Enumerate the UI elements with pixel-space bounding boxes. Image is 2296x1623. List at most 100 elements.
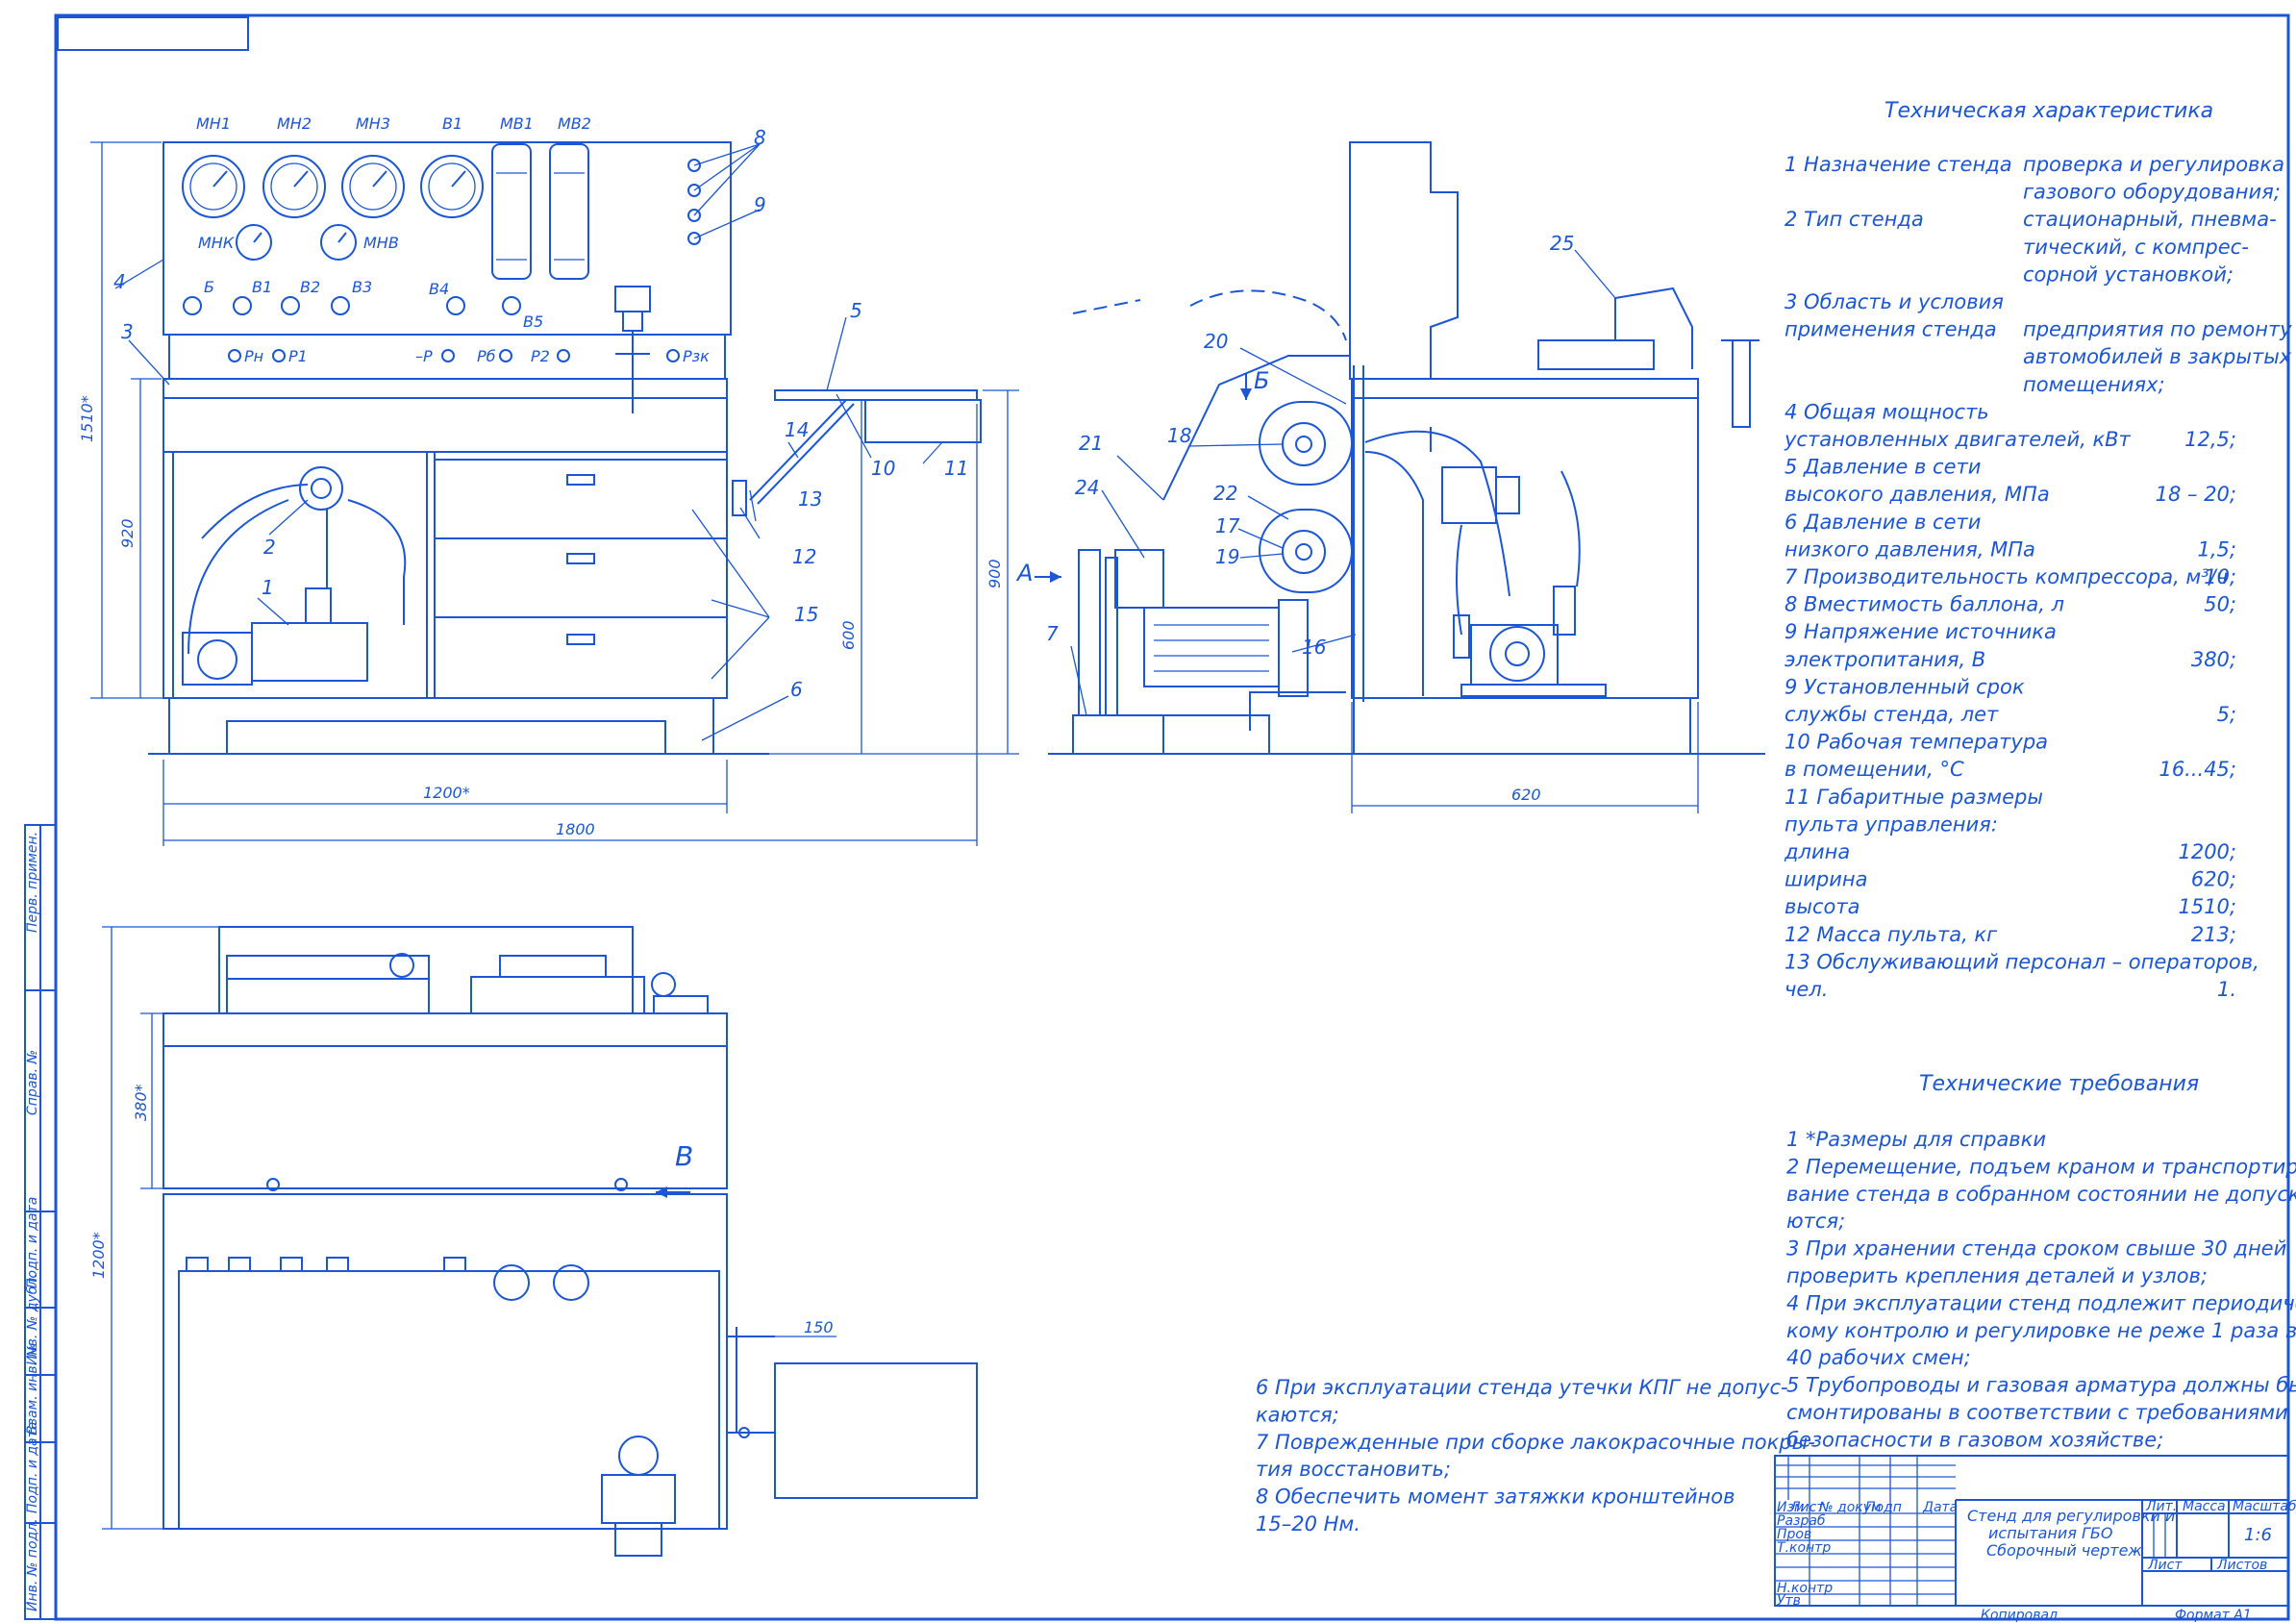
spec-value: 1200; (2178, 840, 2236, 863)
spec-label: низкого давления, МПа (1784, 537, 2035, 561)
spec-label: электропитания, В (1784, 648, 1985, 671)
spec-value: 213; (2191, 923, 2236, 946)
gas-cylinder-icon (1259, 401, 1353, 486)
pressure-gauge-icon (341, 155, 405, 218)
valve-label: Б (204, 278, 214, 296)
callout-number: 12 (792, 545, 816, 568)
spec-label: высокого давления, МПа (1784, 483, 2050, 506)
spec-label: высота (1784, 895, 1859, 918)
port-label: Р2 (531, 347, 550, 365)
requirement-line: кому контролю и регулировке не реже 1 ра… (1786, 1319, 2296, 1342)
spec-value: 16...45; (2159, 758, 2236, 781)
callout-number: 1 (262, 576, 274, 599)
spec-value: проверка и регулировка (2023, 153, 2284, 176)
spec-value: 12,5; (2184, 428, 2236, 451)
spec-label: 13 Обслуживающий персонал – операторов, (1784, 950, 2259, 973)
gauge-label: В1 (442, 114, 462, 133)
spec-value: 5; (2217, 703, 2236, 726)
tb-scale-head: Масштаб (2233, 1499, 2296, 1514)
callout-number: 13 (798, 487, 822, 511)
requirement-line: 15–20 Нм. (1256, 1512, 1360, 1536)
spec-label: пульта управления: (1784, 812, 1998, 836)
dim-width-total: 1800 (556, 820, 595, 838)
tb-row-label: Т.контр (1777, 1540, 1831, 1556)
spec-value: 1. (2217, 978, 2236, 1001)
spec-value: помещениях; (2023, 373, 2165, 396)
valve-label: В5 (523, 312, 543, 331)
spec-value: 50; (2204, 593, 2236, 616)
spec-label: длина (1784, 840, 1850, 863)
tb-row-label: Разраб (1777, 1513, 1826, 1529)
callout-number: 5 (850, 299, 862, 322)
requirement-line: 40 рабочих смен; (1786, 1346, 1971, 1369)
spec-value: 1,5; (2198, 537, 2236, 561)
dim-height-right: 900 (986, 559, 1004, 588)
requirement-line: 7 Поврежденные при сборке лакокрасочные … (1256, 1431, 1815, 1454)
gauge-label: МН3 (356, 114, 390, 133)
top-view: В 380* 1200* 150 (89, 926, 978, 1557)
dim-height-total: 1510* (78, 395, 96, 442)
spec-label: 1 Назначение стенда (1784, 153, 2012, 176)
pressure-gauge-icon (420, 155, 484, 218)
tb-col-head: Дата (1922, 1500, 1958, 1515)
callout-number: 16 (1302, 636, 1326, 659)
spec-label: 3 Область и условия (1784, 290, 2004, 313)
compressor-icon (182, 466, 407, 686)
spec-label: службы стенда, лет (1784, 703, 1999, 726)
tech-req-title: Технические требования (1919, 1072, 2199, 1096)
spec-value: стационарный, пневма- (2023, 208, 2277, 231)
spec-label: в помещении, °С (1784, 758, 1964, 781)
requirement-line: 4 При эксплуатации стенд подлежит период… (1786, 1291, 2296, 1314)
tech-req-lines-continued: 6 При эксплуатации стенда утечки КПГ не … (1256, 1376, 1815, 1536)
spec-value: 380; (2191, 648, 2236, 671)
requirement-line: 8 Обеспечить момент затяжки кронштейнов (1256, 1486, 1734, 1509)
tb-mass-head: Масса (2183, 1499, 2226, 1514)
callout-number: 4 (113, 270, 126, 293)
port-label: Р1 (288, 347, 308, 365)
tech-spec-lines: 1 Назначение стенда проверка и регулировк… (1784, 153, 2292, 1001)
callout-number: 6 (790, 678, 803, 701)
pressure-gauge-icon (262, 155, 326, 218)
spec-label: 9 Напряжение источника (1784, 620, 2057, 643)
requirement-line: вание стенда в собранном состоянии не до… (1786, 1183, 2296, 1206)
spec-label: ширина (1784, 868, 1867, 891)
strip-label: Справ. № (25, 1050, 40, 1115)
callout-number: 18 (1167, 424, 1191, 447)
spec-label: чел. (1784, 978, 1828, 1001)
strip-label: Взам. инв. № (25, 1343, 40, 1435)
tech-requirements: Технические требования 1 *Размеры для сп… (1256, 1072, 2296, 1536)
tb-sheets-label: Листов (2216, 1558, 2267, 1573)
tb-col-head: Лист (1789, 1500, 1825, 1515)
spec-value: 10; (2204, 565, 2236, 588)
valve-label: В2 (300, 278, 320, 296)
callout-number: 21 (1079, 432, 1103, 455)
spec-label: установленных двигателей, кВт (1784, 428, 2132, 451)
tb-col-head: № докум (1818, 1500, 1882, 1515)
port-label: Рб (477, 347, 496, 365)
small-gauge-icon (320, 224, 357, 261)
callout-number: 11 (944, 457, 968, 480)
callout-leaders (1070, 249, 1616, 716)
callout-number: 9 (754, 193, 766, 216)
front-view: 1510* 920 1200* 1800 600 900 МН1 МН2 МН3… (78, 114, 1019, 846)
dim-width-cabinet: 1200* (423, 784, 470, 802)
callout-number: 22 (1213, 482, 1237, 505)
spec-value: автомобилей в закрытых (2023, 345, 2292, 368)
spec-value: тический, с компрес- (2023, 236, 2249, 259)
pressure-gauge-icon (182, 155, 245, 218)
requirement-line: 3 При хранении стенда сроком свыше 30 дн… (1786, 1237, 2286, 1261)
tb-sheet-label: Лист (2147, 1558, 2183, 1573)
port-label: Рзк (683, 347, 710, 365)
requirement-line: проверить крепления деталей и узлов; (1786, 1264, 2208, 1287)
strip-label: Подп. и дата (25, 1197, 40, 1288)
strip-label: Инв. № дубл. (25, 1273, 40, 1365)
spec-label: 7 Производительность компрессора, м³/ч (1784, 565, 2228, 588)
gauge-label: МВ2 (558, 114, 591, 133)
callout-number: 15 (794, 603, 818, 626)
tb-name-line: Стенд для регулировки и (1967, 1507, 2175, 1525)
gauge-label: МНВ (363, 234, 399, 252)
dim-depth-total: 1200* (89, 1232, 108, 1279)
gauge-label: МНК (198, 234, 235, 252)
tb-col-head: Подп (1865, 1500, 1902, 1515)
